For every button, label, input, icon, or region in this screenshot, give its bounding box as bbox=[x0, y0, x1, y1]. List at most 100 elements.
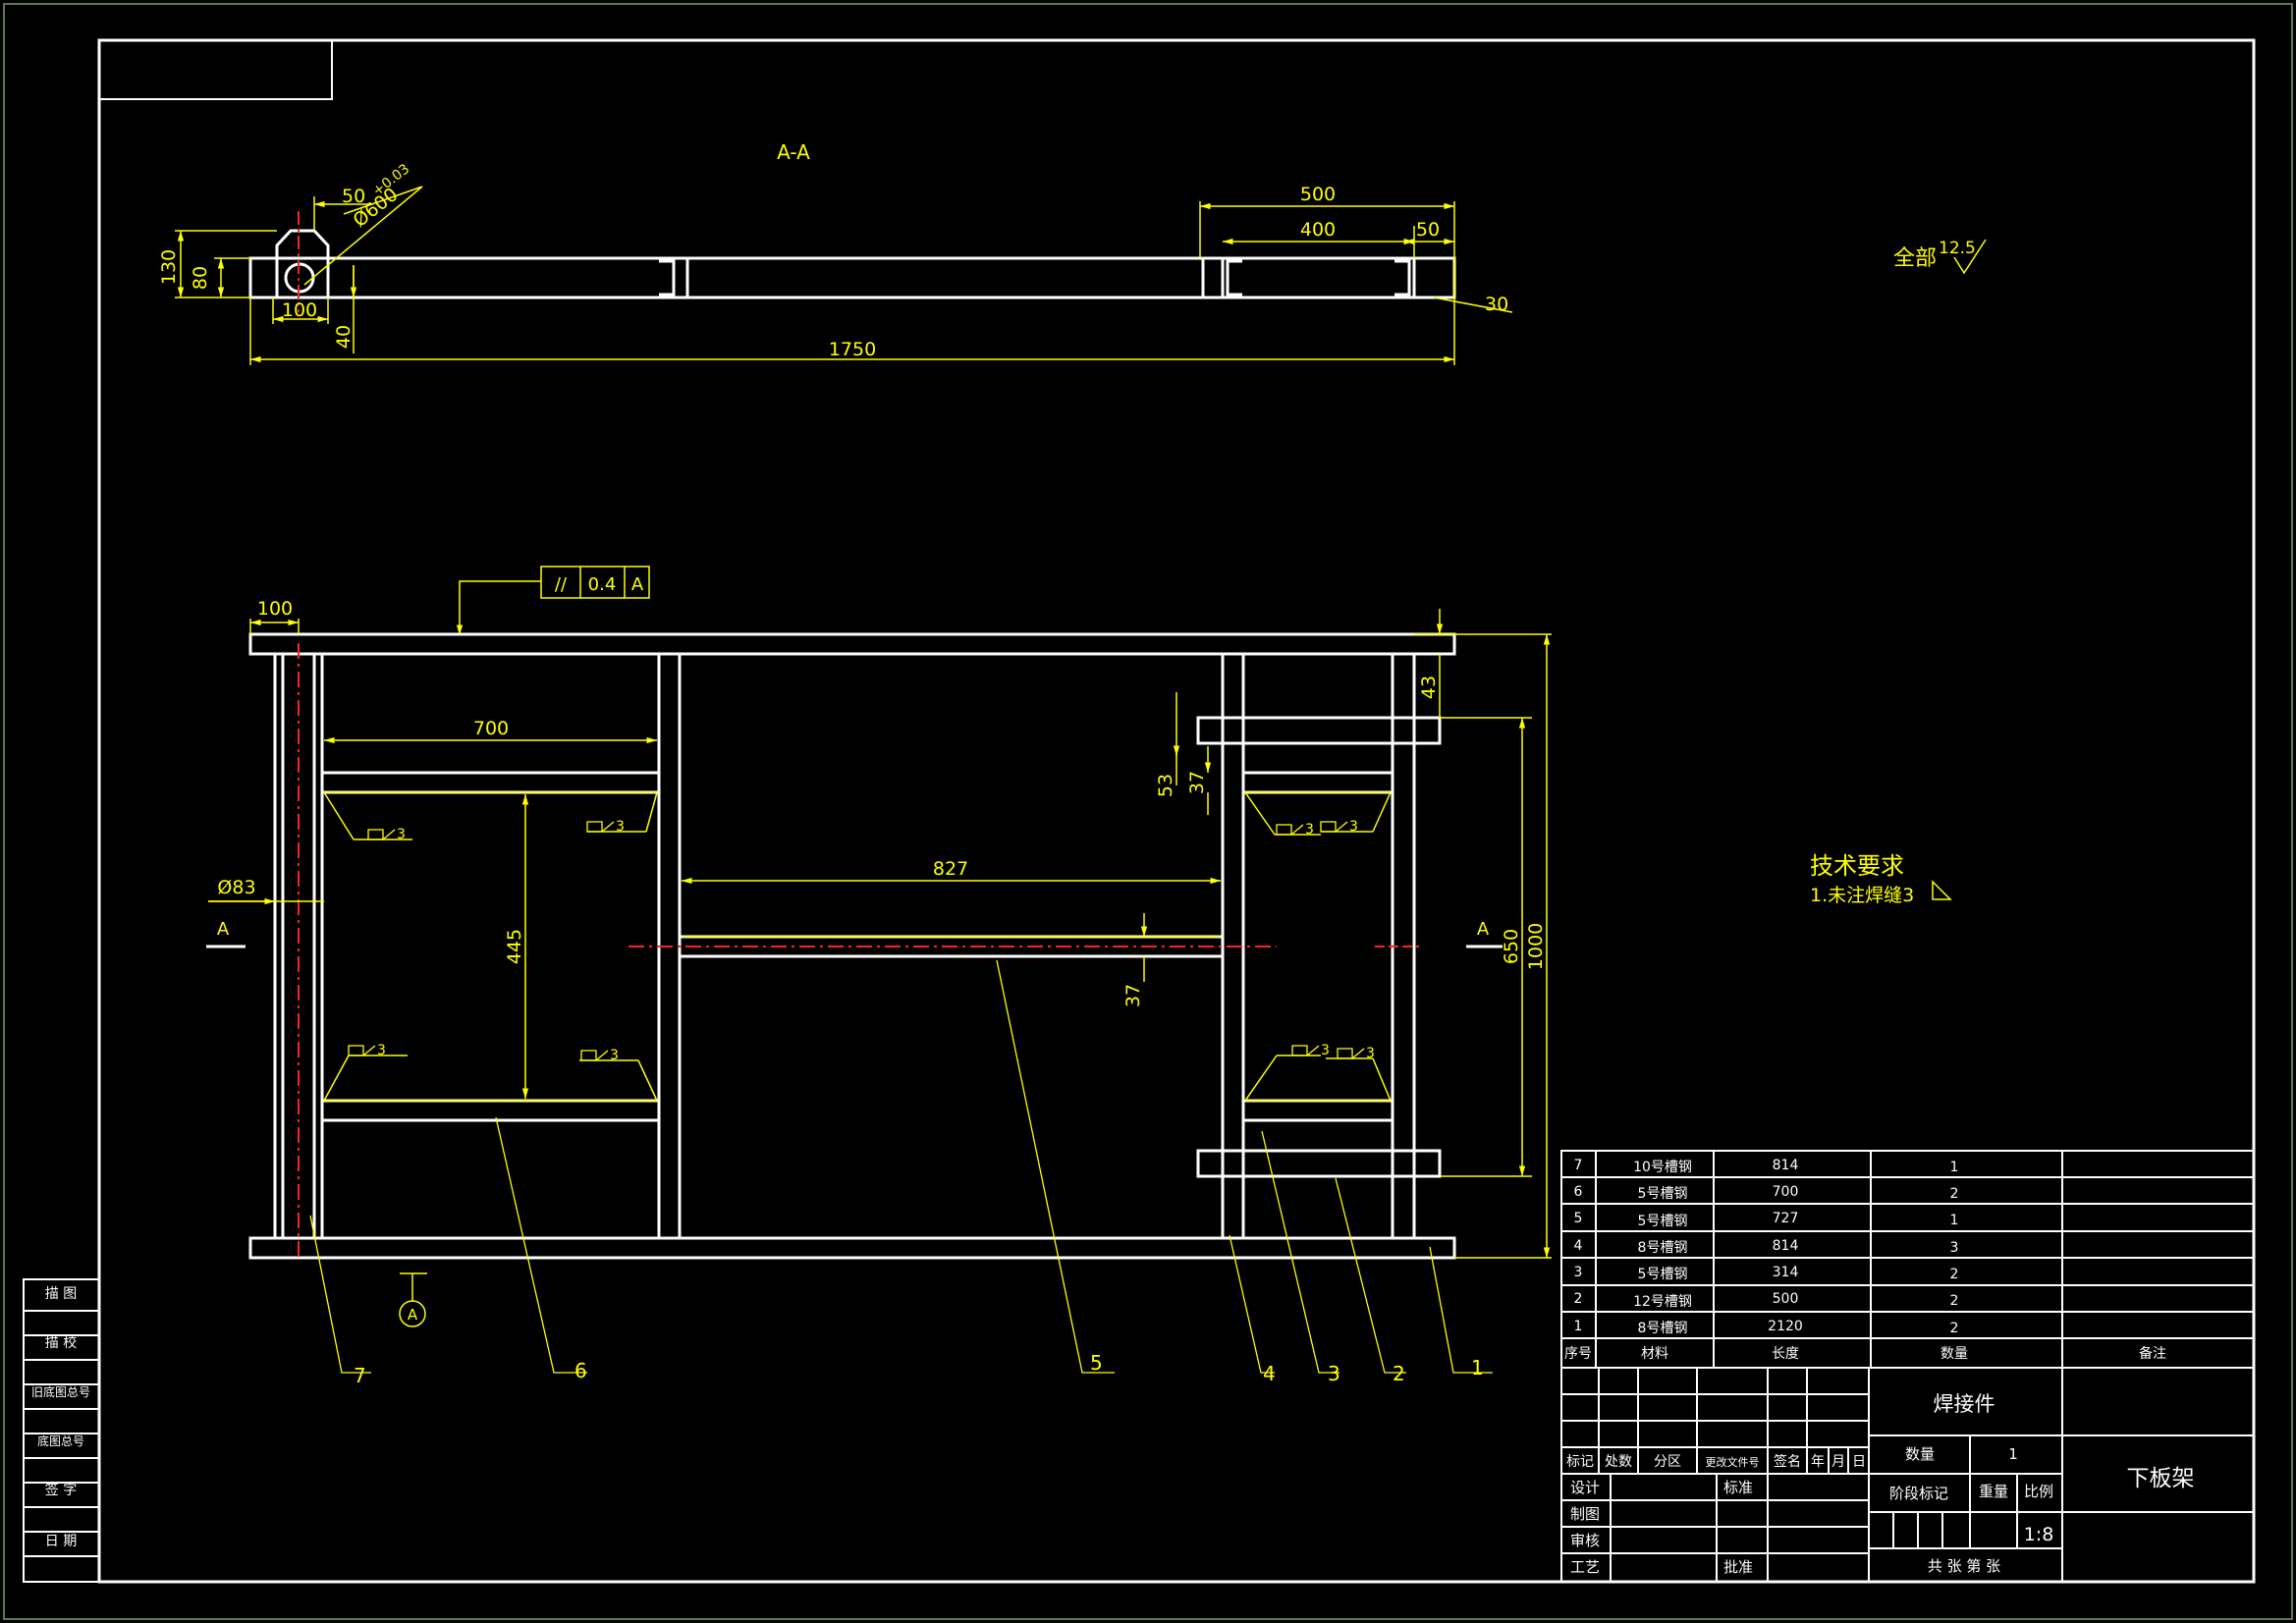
weld-size-5: 3 bbox=[1305, 822, 1314, 838]
tolerance-frame bbox=[456, 566, 650, 635]
datum-mark bbox=[399, 1272, 427, 1327]
tol-datum: A bbox=[631, 574, 644, 595]
bom-no-3: 3 bbox=[1574, 1265, 1583, 1280]
tb-scale-label: 比例 bbox=[2024, 1483, 2053, 1500]
weld-size-7: 3 bbox=[1321, 1043, 1330, 1058]
dim-80: 80 bbox=[190, 266, 211, 290]
dim-43: 43 bbox=[1418, 676, 1440, 699]
dim-130: 130 bbox=[158, 249, 180, 285]
dim-dia83: Ø83 bbox=[217, 877, 255, 898]
bom-no-7: 7 bbox=[1574, 1158, 1583, 1173]
bom-len-1: 2120 bbox=[1768, 1319, 1803, 1334]
tb-rev-col-5: 年 bbox=[1811, 1454, 1825, 1470]
tb-rev-col-3: 更改文件号 bbox=[1706, 1455, 1760, 1469]
dim-445: 445 bbox=[504, 929, 525, 964]
balloon-2: 2 bbox=[1393, 1362, 1405, 1385]
tb-rev-col-4: 签名 bbox=[1774, 1453, 1801, 1470]
dim-827: 827 bbox=[933, 858, 968, 880]
bom-mat-7: 10号槽钢 bbox=[1633, 1160, 1692, 1175]
tb-scale-value: 1:8 bbox=[2024, 1524, 2054, 1545]
bom-header-no: 序号 bbox=[1564, 1346, 1592, 1362]
bom-qty-1: 2 bbox=[1950, 1321, 1959, 1336]
dim-37-lower: 37 bbox=[1122, 984, 1144, 1007]
tb-rev-col-1: 处数 bbox=[1605, 1454, 1632, 1470]
dim-100-section: 100 bbox=[282, 299, 317, 321]
tech-req-title: 技术要求 bbox=[1810, 852, 1904, 880]
tb-qty-label: 数量 bbox=[1905, 1445, 1935, 1463]
section-mark-left: A bbox=[217, 919, 230, 940]
bom-mat-1: 8号槽钢 bbox=[1638, 1321, 1688, 1336]
bom-header-qty: 数量 bbox=[1941, 1346, 1968, 1362]
roughness-label: 全部 bbox=[1893, 246, 1937, 271]
weld-leaders bbox=[323, 791, 1392, 1102]
tech-weld-symbol bbox=[1932, 880, 1952, 900]
tb-role-1: 制图 bbox=[1570, 1505, 1600, 1523]
dim-37-upper: 37 bbox=[1186, 771, 1208, 794]
bom-qty-3: 2 bbox=[1950, 1267, 1959, 1282]
title-block-grid bbox=[1560, 1367, 2255, 1583]
dim-1750: 1750 bbox=[829, 339, 876, 360]
weld-size-8: 3 bbox=[1366, 1046, 1375, 1061]
bom-mat-3: 5号槽钢 bbox=[1638, 1267, 1688, 1282]
bom-len-5: 727 bbox=[1773, 1211, 1799, 1226]
dim-40: 40 bbox=[333, 325, 355, 349]
bom-no-4: 4 bbox=[1574, 1238, 1583, 1254]
section-beam bbox=[248, 229, 1456, 299]
side-label-5: 日 期 bbox=[45, 1534, 77, 1549]
weld-size-6: 3 bbox=[1349, 819, 1358, 835]
bom-grid bbox=[1560, 1150, 2255, 1369]
bom-mat-4: 8号槽钢 bbox=[1638, 1240, 1688, 1256]
balloon-leaders bbox=[309, 959, 1493, 1374]
bom-qty-7: 1 bbox=[1950, 1160, 1959, 1175]
dim-500: 500 bbox=[1300, 184, 1336, 205]
section-mark-right: A bbox=[1477, 919, 1490, 940]
front-dims bbox=[208, 609, 1552, 1259]
tb-rev-col-2: 分区 bbox=[1654, 1454, 1681, 1470]
bom-header-remark: 备注 bbox=[2139, 1345, 2166, 1362]
tb-approve-label: 批准 bbox=[1723, 1558, 1753, 1576]
weld-size-1: 3 bbox=[397, 827, 406, 842]
weld-size-3: 3 bbox=[377, 1043, 386, 1058]
bom-no-6: 6 bbox=[1574, 1184, 1583, 1200]
section-dims bbox=[175, 186, 1513, 365]
bom-len-3: 314 bbox=[1773, 1265, 1799, 1280]
bom-len-2: 500 bbox=[1773, 1291, 1799, 1307]
tol-value: 0.4 bbox=[588, 574, 617, 595]
tb-std-label: 标准 bbox=[1723, 1479, 1753, 1496]
balloon-6: 6 bbox=[574, 1359, 587, 1382]
balloon-3: 3 bbox=[1328, 1362, 1340, 1385]
bom-len-6: 700 bbox=[1773, 1184, 1799, 1200]
roughness-symbol bbox=[1953, 239, 1987, 275]
outer-frame bbox=[3, 3, 2293, 1620]
side-label-0: 描 图 bbox=[45, 1286, 77, 1302]
tol-symbol: // bbox=[555, 574, 568, 595]
bom-header-material: 材料 bbox=[1641, 1346, 1668, 1362]
tb-weight-label: 重量 bbox=[1979, 1483, 2008, 1500]
bom-qty-6: 2 bbox=[1950, 1186, 1959, 1202]
tb-part-name: 下板架 bbox=[2127, 1466, 2195, 1491]
corner-box bbox=[98, 39, 333, 100]
tech-req-item: 1.未注焊缝3 bbox=[1810, 885, 1914, 906]
bom-header-length: 长度 bbox=[1772, 1346, 1799, 1362]
section-title: A-A bbox=[777, 140, 810, 164]
roughness-value: 12.5 bbox=[1939, 239, 1976, 258]
weld-size-4: 3 bbox=[610, 1048, 619, 1063]
balloon-1: 1 bbox=[1471, 1356, 1484, 1380]
dim-30: 30 bbox=[1485, 294, 1508, 315]
bom-no-2: 2 bbox=[1574, 1291, 1583, 1307]
dim-50-right: 50 bbox=[1416, 219, 1440, 241]
dim-50-top: 50 bbox=[342, 186, 365, 207]
side-label-4: 签 字 bbox=[45, 1482, 77, 1498]
bom-mat-5: 5号槽钢 bbox=[1638, 1214, 1688, 1229]
balloon-5: 5 bbox=[1090, 1351, 1103, 1375]
tb-part-type: 焊接件 bbox=[1934, 1392, 1995, 1416]
bom-len-4: 814 bbox=[1773, 1238, 1799, 1254]
bom-mat-2: 12号槽钢 bbox=[1633, 1294, 1692, 1310]
balloon-7: 7 bbox=[354, 1364, 366, 1387]
dim-100-front: 100 bbox=[257, 598, 293, 620]
side-strip bbox=[23, 1278, 100, 1583]
bom-no-1: 1 bbox=[1574, 1319, 1583, 1334]
datum-letter: A bbox=[408, 1306, 418, 1324]
tb-stage-label: 阶段标记 bbox=[1889, 1485, 1948, 1502]
